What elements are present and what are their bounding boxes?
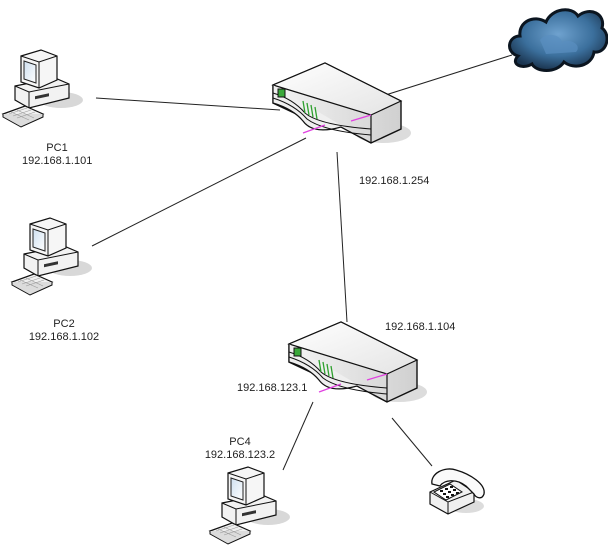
link-router2-pc4: [282, 401, 314, 471]
pc4-icon[interactable]: [209, 466, 291, 545]
router-main-icon[interactable]: [272, 62, 412, 144]
pc2-label: PC2 192.168.1.102: [26, 318, 102, 344]
router-second-icon[interactable]: [288, 321, 428, 403]
pc1-ip: 192.168.1.101: [22, 155, 93, 167]
pc2-icon[interactable]: [11, 217, 93, 296]
pc1-name: PC1: [46, 142, 68, 154]
pc1-icon[interactable]: [2, 49, 84, 128]
pc4-label: PC4 192.168.123.2: [202, 436, 278, 462]
router-main-ip: 192.168.1.254: [359, 175, 430, 187]
internet-cloud-icon[interactable]: [508, 8, 608, 72]
link-router-router2: [336, 151, 348, 323]
router-second-wan-ip: 192.168.1.104: [385, 321, 456, 333]
link-pc2-router: [91, 137, 307, 247]
router-second-lan-ip: 192.168.123.1: [237, 382, 308, 394]
pc2-name: PC2: [53, 318, 75, 330]
pc1-label: PC1 192.168.1.101: [22, 142, 92, 168]
pc2-ip: 192.168.1.102: [28, 331, 100, 343]
telephone-icon[interactable]: [429, 468, 485, 515]
link-router2-phone: [391, 417, 433, 467]
links: [91, 54, 513, 471]
pc4-ip: 192.168.123.2: [204, 449, 276, 461]
link-pc1-router: [95, 97, 281, 111]
pc4-name: PC4: [229, 436, 251, 448]
link-router-internet: [375, 54, 513, 99]
